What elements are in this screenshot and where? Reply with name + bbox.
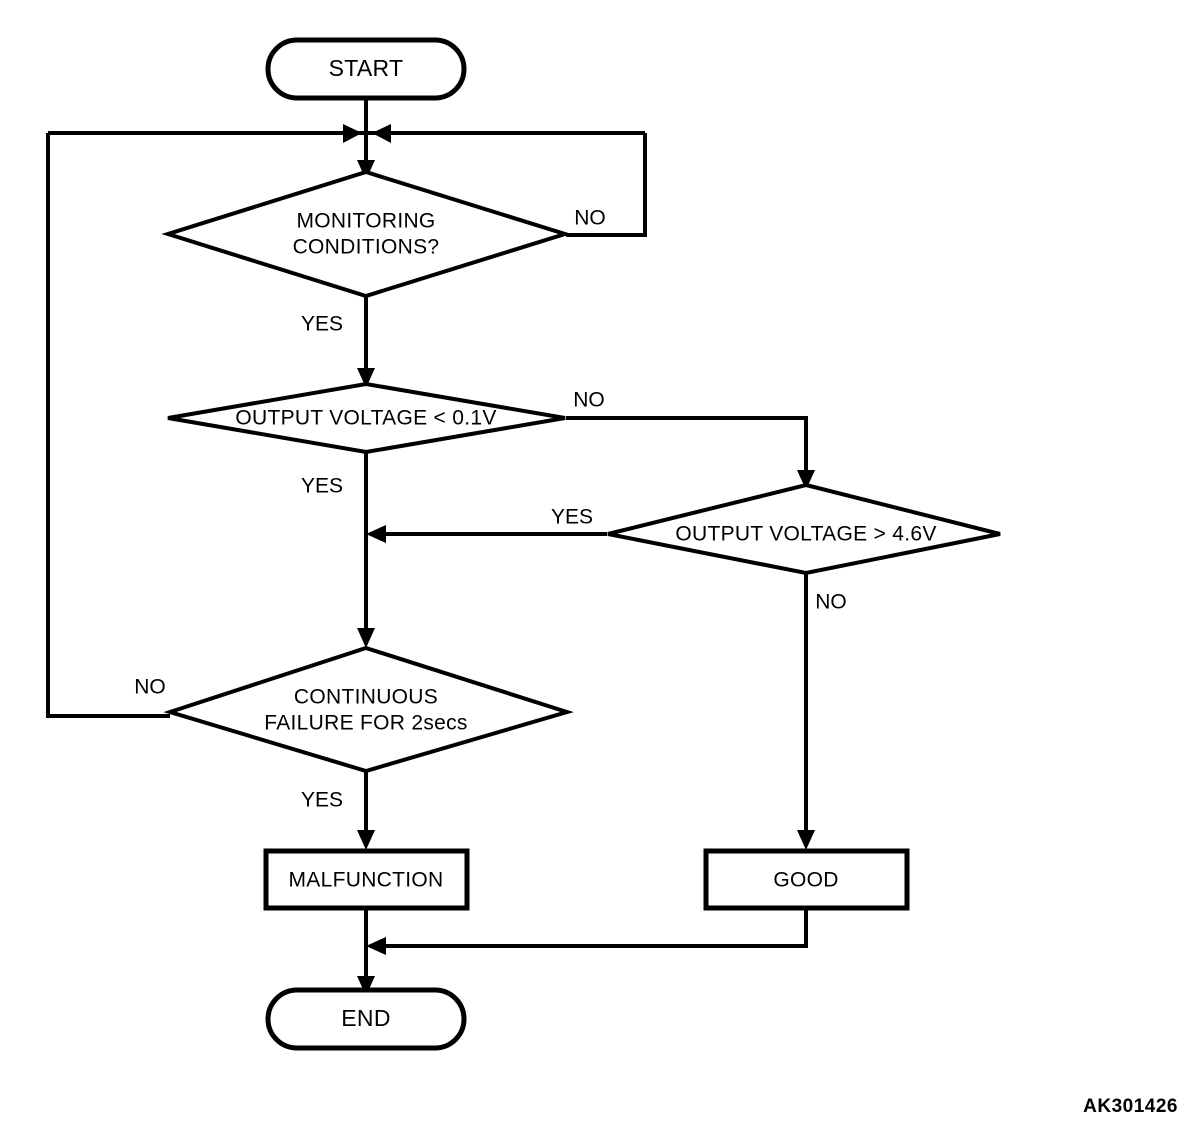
node-monitoring-label-line1: MONITORING (296, 210, 435, 233)
arrowhead-volt-high-yes (366, 525, 386, 543)
reference-code: AK301426 (1083, 1096, 1178, 1117)
node-output-voltage-high-label: OUTPUT VOLTAGE > 4.6V (675, 523, 936, 546)
arrowhead-volt-low-yes (357, 628, 375, 648)
arrowhead-continuous-yes (357, 830, 375, 850)
node-output-voltage-low-label: OUTPUT VOLTAGE < 0.1V (235, 407, 496, 430)
edge-label-volt-high-no: NO (815, 591, 847, 614)
edge-label-monitoring-no: NO (574, 207, 606, 230)
node-output-voltage-low[interactable] (167, 381, 566, 455)
node-continuous-failure[interactable] (163, 645, 574, 774)
node-monitoring-label-line2: CONDITIONS? (293, 236, 440, 259)
arrowhead-right-loop-into-junction (372, 124, 391, 143)
node-malfunction[interactable] (263, 848, 470, 911)
node-continuous-failure-label-line1: CONTINUOUS (294, 686, 438, 709)
edge-label-monitoring-yes: YES (301, 313, 343, 336)
arrowhead-monitoring-yes (357, 368, 375, 388)
arrowhead-good-merge (366, 937, 386, 955)
node-output-voltage-high[interactable] (607, 482, 1001, 576)
node-end[interactable] (265, 987, 467, 1051)
edge-label-continuous-yes: YES (301, 789, 343, 812)
edge-good-to-end (370, 908, 808, 948)
edge-volt-low-no (566, 416, 808, 486)
edge-label-volt-low-yes: YES (301, 475, 343, 498)
edge-continuous-no-loop (46, 133, 170, 718)
node-monitoring-conditions[interactable] (161, 169, 572, 299)
node-start-label: START (329, 55, 404, 81)
edge-label-volt-high-yes: YES (551, 506, 593, 529)
arrowhead-malfunction-to-end (357, 976, 375, 996)
node-end-label: END (341, 1005, 390, 1031)
edge-label-volt-low-no: NO (573, 389, 605, 412)
arrowhead-volt-high-no (797, 830, 815, 850)
edge-label-continuous-no: NO (134, 676, 166, 699)
node-start[interactable] (265, 37, 467, 101)
node-good-label: GOOD (773, 869, 838, 892)
node-malfunction-label: MALFUNCTION (289, 869, 444, 892)
arrowhead-volt-low-no (797, 470, 815, 490)
node-continuous-failure-label-line2: FAILURE FOR 2secs (264, 712, 467, 735)
node-good[interactable] (703, 848, 910, 911)
edge-monitoring-no-loop (566, 133, 647, 237)
arrowhead-left-loop-into-junction (343, 124, 362, 143)
